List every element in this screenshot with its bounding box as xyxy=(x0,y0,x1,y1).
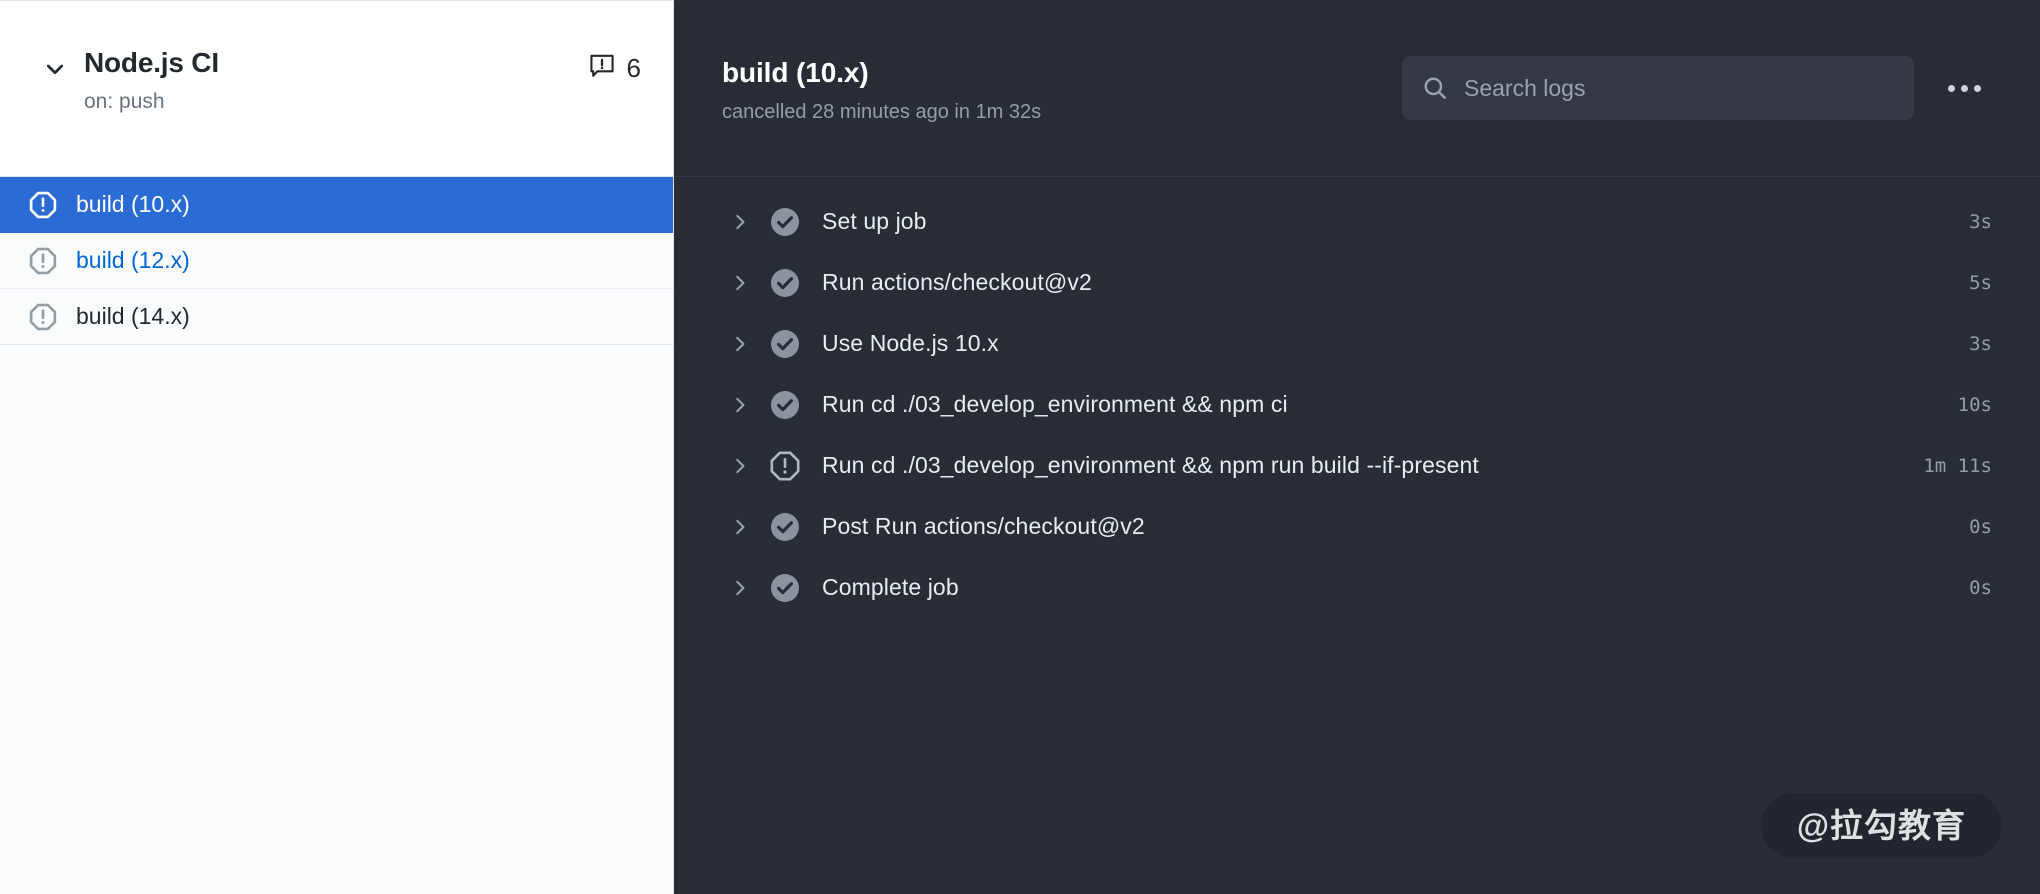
sidebar-item-label: build (14.x) xyxy=(76,303,190,329)
kebab-dot-1 xyxy=(1947,84,1955,92)
workflow-trigger: on: push xyxy=(84,90,165,113)
search-logs-box[interactable] xyxy=(1402,56,1914,120)
log-panel: build (10.x) cancelled 28 minutes ago in… xyxy=(674,0,2040,894)
step-label: Post Run actions/checkout@v2 xyxy=(822,513,1145,539)
step-row[interactable]: Set up job 3s xyxy=(674,191,2040,252)
step-list: Set up job 3s Run actions/checkout@v2 5s xyxy=(674,177,2040,618)
sidebar-item-build-12x[interactable]: build (12.x) xyxy=(0,233,673,289)
jobs-sidebar: Node.js CI on: push 6 xyxy=(0,0,674,894)
step-label: Run cd ./03_develop_environment && npm c… xyxy=(822,391,1288,417)
job-list: build (10.x) build (12.x) xyxy=(0,177,673,345)
annotations-summary[interactable]: 6 xyxy=(589,53,641,84)
step-label: Complete job xyxy=(822,574,959,600)
chevron-right-icon[interactable] xyxy=(712,394,768,416)
workflow-header: Node.js CI on: push 6 xyxy=(0,0,673,177)
step-row[interactable]: Complete job 0s xyxy=(674,557,2040,618)
watermark-badge: @拉勾教育 xyxy=(1760,793,2002,858)
step-duration: 10s xyxy=(1957,393,1992,416)
chevron-right-icon[interactable] xyxy=(712,272,768,294)
step-label: Run cd ./03_develop_environment && npm r… xyxy=(822,452,1479,478)
chevron-right-icon[interactable] xyxy=(712,211,768,233)
sidebar-item-label: build (12.x) xyxy=(76,247,190,273)
step-duration: 5s xyxy=(1969,271,1992,294)
sidebar-item-build-14x[interactable]: build (14.x) xyxy=(0,289,673,345)
annotation-alert-icon xyxy=(589,53,615,84)
step-row[interactable]: Run actions/checkout@v2 5s xyxy=(674,252,2040,313)
check-circle-icon xyxy=(768,327,802,361)
stop-octagon-alert-icon xyxy=(28,246,58,276)
workflow-title: Node.js CI xyxy=(84,47,219,78)
chevron-right-icon[interactable] xyxy=(712,516,768,538)
search-input[interactable] xyxy=(1464,74,1896,102)
step-label: Use Node.js 10.x xyxy=(822,330,999,356)
step-row[interactable]: Use Node.js 10.x 3s xyxy=(674,313,2040,374)
stop-octagon-alert-icon xyxy=(28,190,58,220)
step-duration: 0s xyxy=(1969,515,1992,538)
chevron-down-icon[interactable] xyxy=(40,54,70,84)
chevron-right-icon[interactable] xyxy=(712,455,768,477)
stop-octagon-alert-icon xyxy=(768,449,802,483)
kebab-horizontal-icon[interactable] xyxy=(1936,60,1992,116)
log-header: build (10.x) cancelled 28 minutes ago in… xyxy=(674,0,2040,177)
stop-octagon-alert-icon xyxy=(28,302,58,332)
step-duration: 3s xyxy=(1969,332,1992,355)
step-row[interactable]: Post Run actions/checkout@v2 0s xyxy=(674,496,2040,557)
sidebar-item-label: build (10.x) xyxy=(76,191,190,217)
check-circle-icon xyxy=(768,266,802,300)
step-duration: 1m 11s xyxy=(1923,454,1992,477)
annotation-count: 6 xyxy=(626,53,641,83)
step-row[interactable]: Run cd ./03_develop_environment && npm r… xyxy=(674,435,2040,496)
search-icon xyxy=(1420,75,1450,101)
run-status-text: cancelled 28 minutes ago in 1m 32s xyxy=(722,100,1042,123)
check-circle-icon xyxy=(768,205,802,239)
step-label: Run actions/checkout@v2 xyxy=(822,269,1092,295)
check-circle-icon xyxy=(768,388,802,422)
chevron-right-icon[interactable] xyxy=(712,333,768,355)
check-circle-icon xyxy=(768,510,802,544)
check-circle-icon xyxy=(768,571,802,605)
kebab-dot-3 xyxy=(1973,84,1981,92)
chevron-right-icon[interactable] xyxy=(712,577,768,599)
step-duration: 0s xyxy=(1969,576,1992,599)
page-title: build (10.x) xyxy=(722,56,869,88)
step-row[interactable]: Run cd ./03_develop_environment && npm c… xyxy=(674,374,2040,435)
kebab-dot-2 xyxy=(1960,84,1968,92)
step-label: Set up job xyxy=(822,208,927,234)
sidebar-item-build-10x[interactable]: build (10.x) xyxy=(0,177,673,233)
step-duration: 3s xyxy=(1969,210,1992,233)
